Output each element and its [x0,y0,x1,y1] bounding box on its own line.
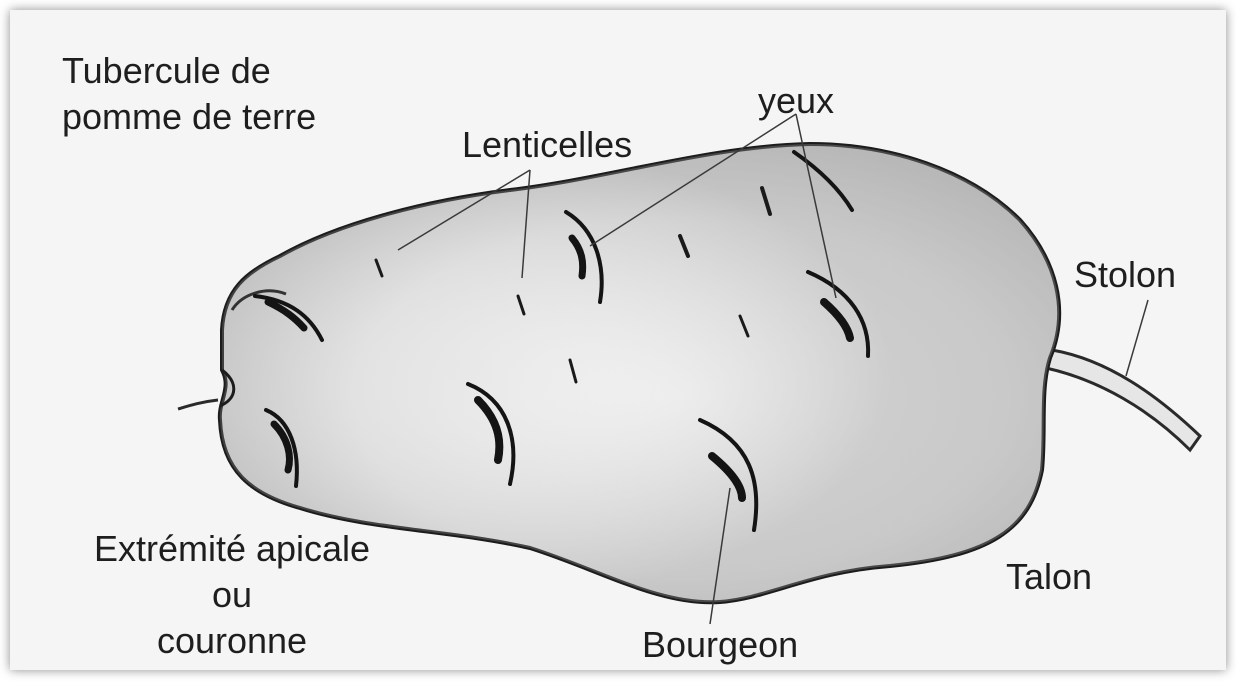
title-line-2: pomme de terre [62,98,316,136]
label-bourgeon: Bourgeon [642,626,798,664]
apical-tip [178,400,218,409]
diagram-frame: Tubercule de pomme de terre Lenticelles … [10,10,1226,670]
label-apical-line-1: Extrémité apicale [42,530,422,568]
label-talon: Talon [1006,558,1092,596]
label-lenticelles: Lenticelles [462,126,632,164]
title-line-1: Tubercule de [62,52,271,90]
label-apical-line-2: ou [42,576,422,614]
label-apical-line-3: couronne [42,622,422,660]
stolon-stem [1046,350,1200,450]
label-stolon: Stolon [1074,256,1176,294]
label-yeux: yeux [758,82,834,120]
leader-stolon [1126,300,1148,376]
